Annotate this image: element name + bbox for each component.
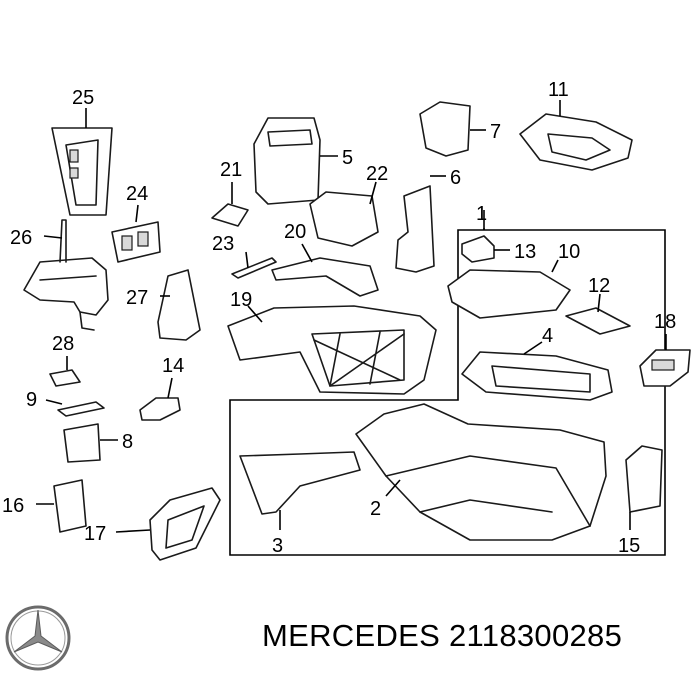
part-19-console-top — [227, 305, 437, 395]
part-20-lid — [271, 243, 379, 297]
mercedes-star-icon — [5, 605, 71, 671]
callout-3: 3 — [272, 535, 283, 557]
part-13-cap — [461, 235, 510, 263]
part-5-box — [253, 117, 338, 205]
callout-23: 23 — [212, 233, 234, 255]
part-17-housing — [115, 487, 221, 561]
part-12-pad — [565, 293, 631, 335]
callout-4: 4 — [542, 325, 553, 347]
callout-19: 19 — [230, 289, 252, 311]
callout-7: 7 — [490, 121, 501, 143]
part-4-storage-bin — [461, 341, 613, 401]
callout-18: 18 — [654, 311, 676, 333]
part-10-armrest — [447, 259, 571, 319]
callout-25: 25 — [72, 87, 94, 109]
part-25-trim-panel — [51, 108, 113, 216]
callout-27: 27 — [126, 287, 148, 309]
callout-5: 5 — [342, 147, 353, 169]
callout-28: 28 — [52, 333, 74, 355]
part-18-switch — [639, 334, 691, 387]
part-15-end-cap — [625, 445, 663, 530]
callout-11: 11 — [548, 79, 569, 101]
part-16-clip — [36, 479, 87, 533]
part-11-tray — [519, 100, 633, 171]
part-23-strip — [231, 251, 277, 279]
callout-20: 20 — [284, 221, 306, 243]
callout-1: 1 — [476, 203, 487, 225]
part-3-side-panel — [239, 451, 361, 530]
part-21-trim — [211, 182, 249, 227]
part-2-center-console — [355, 403, 607, 541]
part-9-pad — [45, 399, 105, 417]
callout-24: 24 — [126, 183, 148, 205]
callout-26: 26 — [10, 227, 32, 249]
part-27-shift-boot — [157, 269, 201, 341]
callout-13: 13 — [514, 241, 536, 263]
callout-8: 8 — [122, 431, 133, 453]
callout-22: 22 — [366, 163, 388, 185]
part-28-bracket — [49, 356, 81, 387]
callout-6: 6 — [450, 167, 461, 189]
footer-part-number: MERCEDES 2118300285 — [262, 618, 623, 653]
callout-14: 14 — [162, 355, 184, 377]
callout-15: 15 — [618, 535, 640, 557]
callout-2: 2 — [370, 498, 381, 520]
callout-9: 9 — [26, 389, 37, 411]
callout-21: 21 — [220, 159, 242, 181]
part-6-bracket — [395, 175, 446, 273]
callout-10: 10 — [558, 241, 580, 263]
part-7-housing — [419, 101, 486, 157]
part-8-pocket — [63, 423, 118, 463]
part-26-shifter — [23, 219, 109, 331]
callout-12: 12 — [588, 275, 610, 297]
part-22-bin — [309, 181, 379, 247]
callout-16: 16 — [2, 495, 24, 517]
callout-17: 17 — [84, 523, 106, 545]
part-24-switch-panel — [111, 204, 161, 263]
part-14-cover — [139, 377, 181, 421]
